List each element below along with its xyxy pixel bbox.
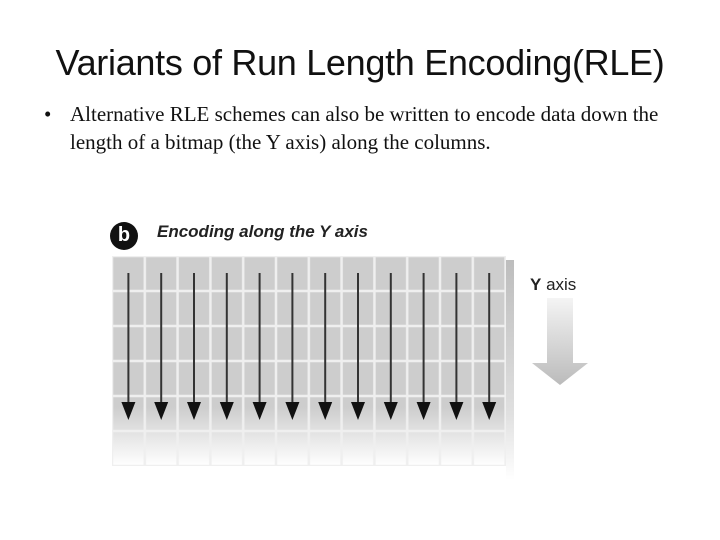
rle-figure: b Encoding along the Y axis Y axis bbox=[100, 210, 600, 480]
bullet-list: • Alternative RLE schemes can also be wr… bbox=[44, 100, 694, 156]
arrowhead-icon bbox=[449, 402, 464, 420]
y-axis-down-arrow-icon bbox=[532, 298, 588, 385]
column-arrows bbox=[121, 273, 497, 420]
arrowhead-icon bbox=[252, 402, 267, 420]
bitmap-grid bbox=[112, 256, 506, 466]
arrowhead-icon bbox=[154, 402, 169, 420]
figure-badge: b bbox=[110, 222, 138, 250]
arrowhead-icon bbox=[383, 402, 398, 420]
arrowhead-icon bbox=[318, 402, 333, 420]
arrowhead-icon bbox=[351, 402, 365, 420]
grid-shadow-edge bbox=[506, 260, 514, 480]
bullet-item: • Alternative RLE schemes can also be wr… bbox=[44, 100, 694, 156]
bullet-marker: • bbox=[44, 102, 52, 126]
figure-caption: Encoding along the Y axis bbox=[157, 222, 368, 241]
arrowhead-icon bbox=[482, 402, 497, 420]
y-axis-label: Y axis bbox=[530, 275, 577, 294]
arrowhead-icon bbox=[121, 402, 136, 420]
arrowhead-icon bbox=[187, 402, 201, 420]
arrowhead-icon bbox=[219, 402, 234, 420]
bullet-text: Alternative RLE schemes can also be writ… bbox=[70, 102, 659, 154]
arrowhead-icon bbox=[416, 402, 431, 420]
arrowhead-icon bbox=[285, 402, 300, 420]
slide-title: Variants of Run Length Encoding(RLE) bbox=[55, 42, 665, 83]
